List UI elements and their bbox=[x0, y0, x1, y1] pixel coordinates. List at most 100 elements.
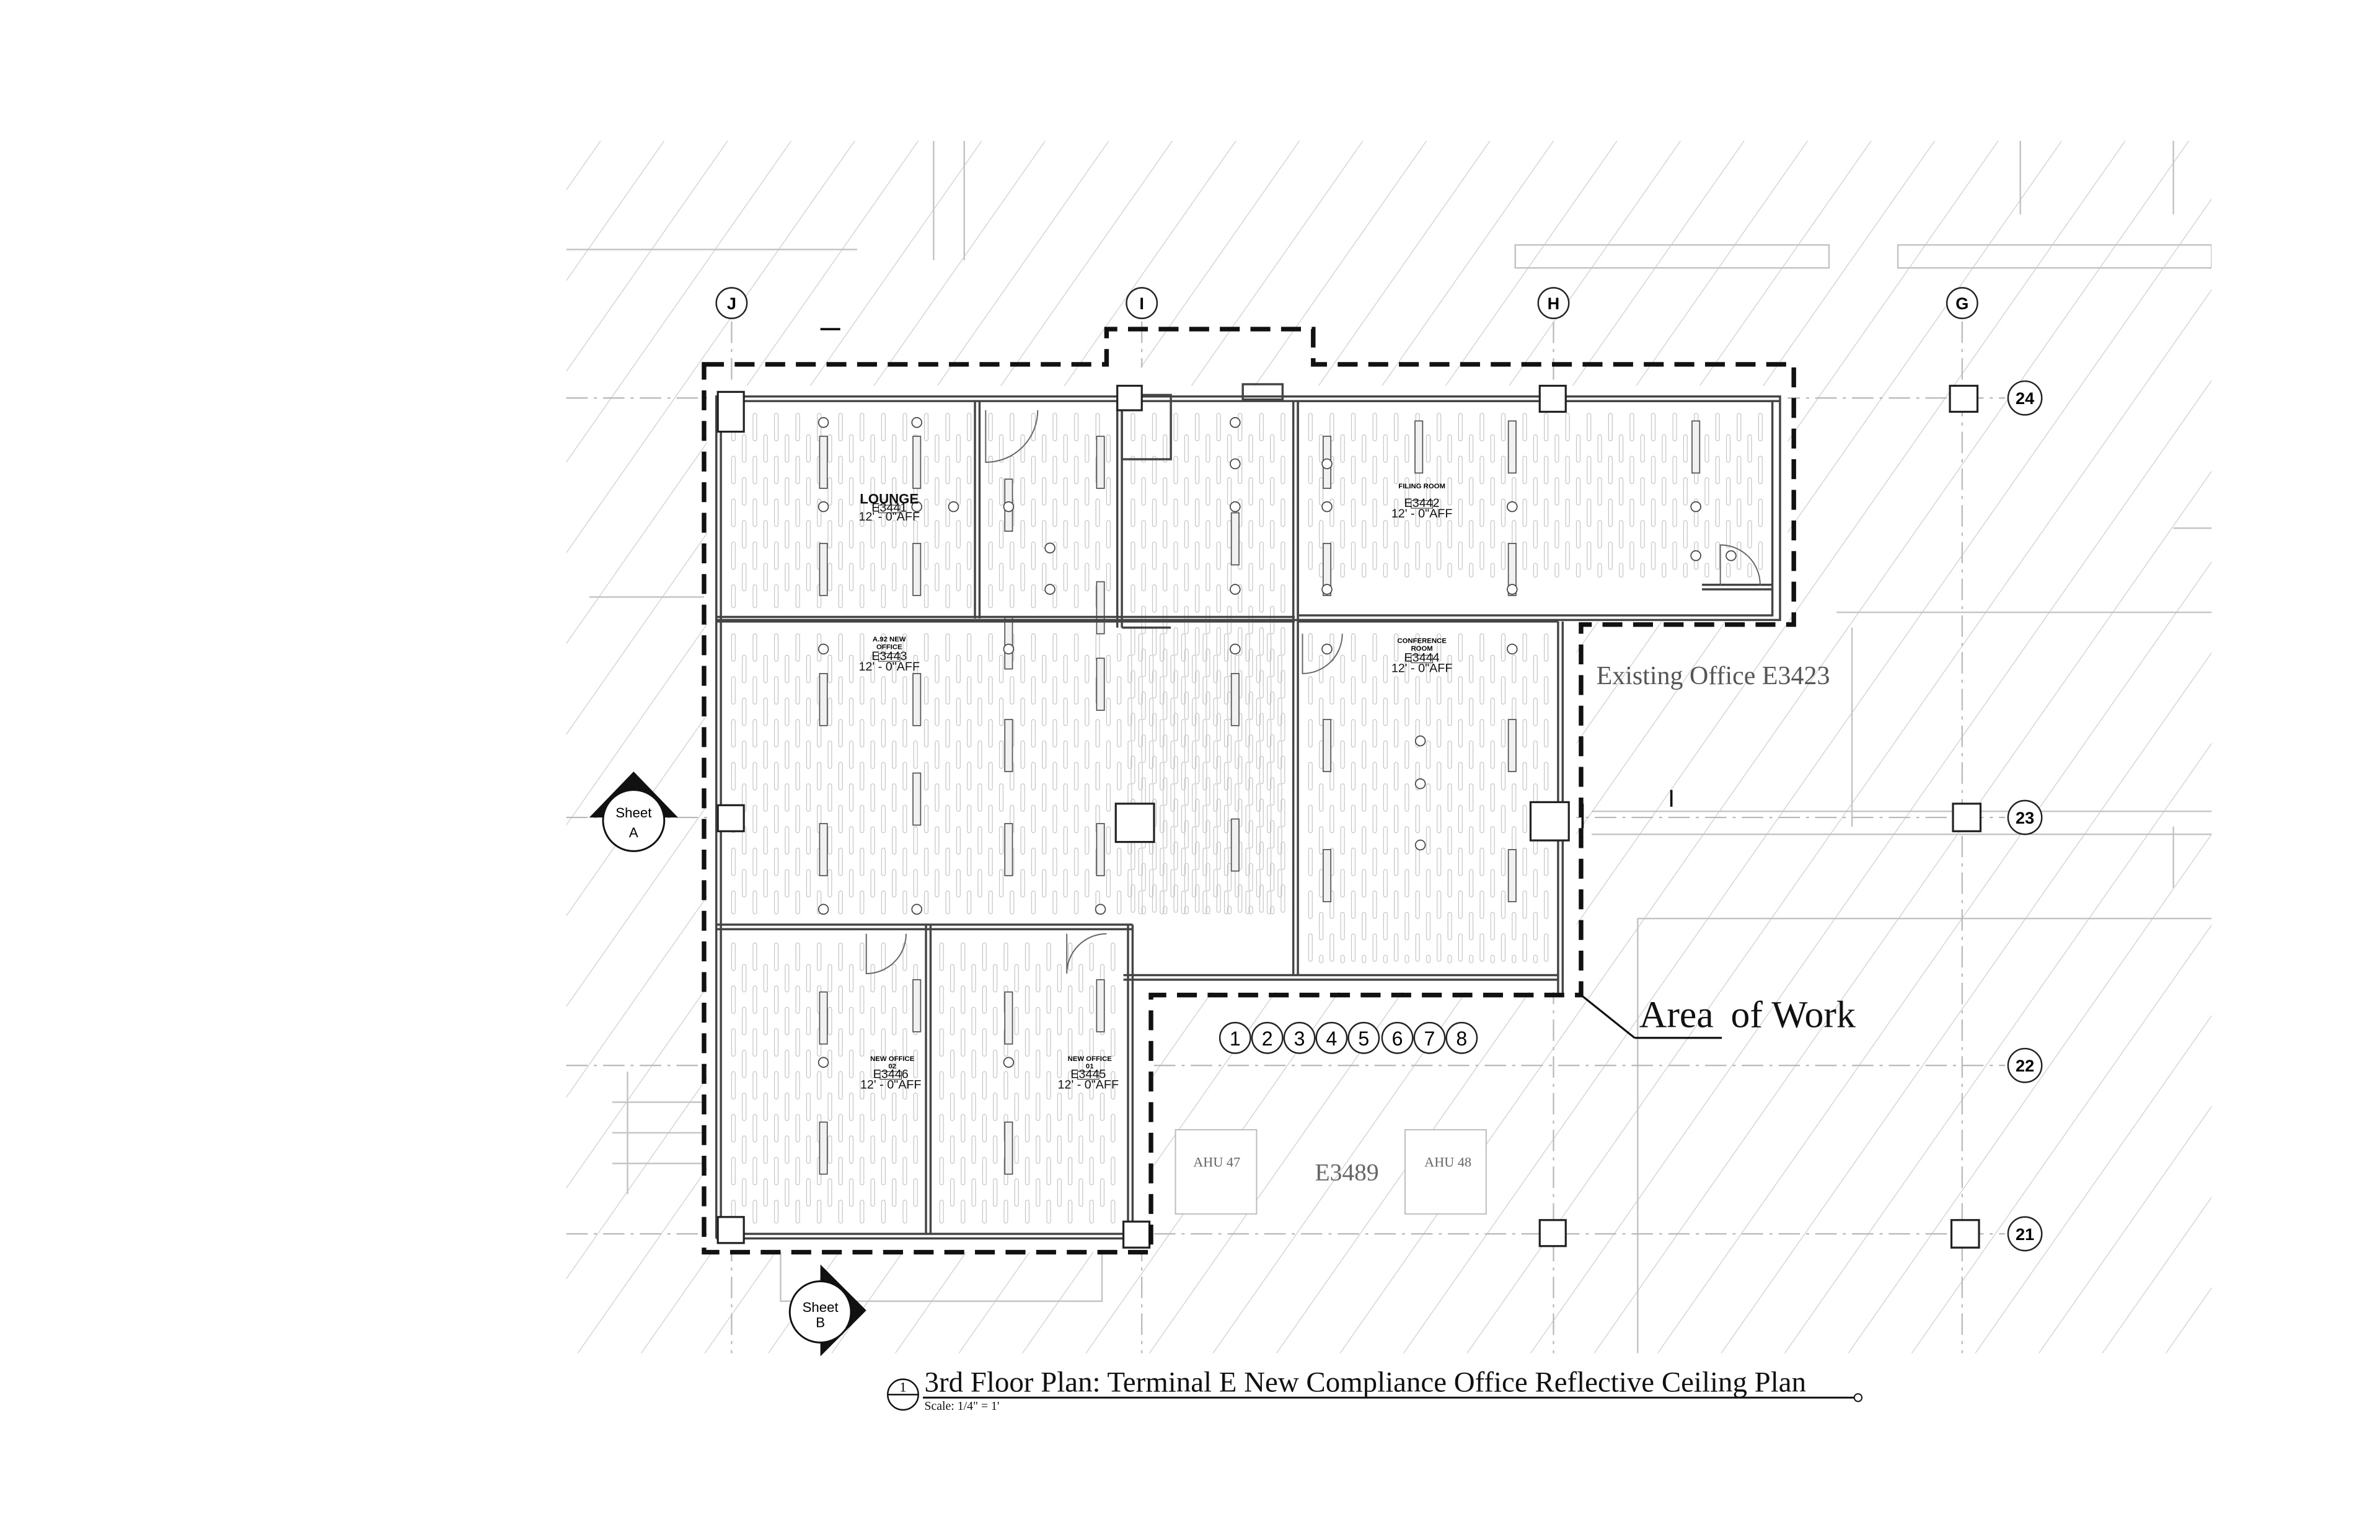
ceiling-tile-slot bbox=[993, 964, 998, 993]
ceiling-tile-slot bbox=[1063, 869, 1068, 898]
ceiling-tile-slot bbox=[1726, 477, 1731, 506]
ceiling-tile-slot bbox=[1063, 740, 1068, 769]
ceiling-tile-slot bbox=[1025, 1071, 1030, 1100]
ceiling-tile-slot bbox=[1565, 455, 1570, 485]
downlight-fixture bbox=[1230, 584, 1241, 595]
ceiling-tile-slot bbox=[1057, 964, 1062, 993]
ceiling-tile-slot bbox=[1651, 498, 1656, 527]
ceiling-tile-slot bbox=[827, 520, 832, 548]
ceiling-tile-slot bbox=[1216, 455, 1221, 485]
ceiling-tile-slot bbox=[1163, 434, 1168, 463]
ceiling-tile-slot bbox=[1447, 520, 1452, 548]
ceiling-tile-slot bbox=[752, 541, 757, 570]
ceiling-tile-slot bbox=[945, 413, 950, 442]
ceiling-tile-slot bbox=[763, 869, 768, 898]
ceiling-tile-slot bbox=[1152, 455, 1157, 485]
ceiling-tile-slot bbox=[1437, 762, 1442, 791]
ceiling-tile-slot bbox=[1394, 541, 1399, 570]
ceiling-tile-slot bbox=[838, 985, 843, 1014]
ceiling-tile-slot bbox=[1010, 413, 1015, 442]
ceiling-tile-slot bbox=[1106, 477, 1111, 506]
ceiling-tile-slot bbox=[1280, 627, 1285, 656]
svg-text:B: B bbox=[816, 1315, 825, 1331]
ceiling-tile-slot bbox=[860, 762, 865, 791]
ceiling-tile-slot bbox=[1340, 826, 1345, 855]
ceiling-tile-slot bbox=[977, 654, 982, 684]
ceiling-tile-slot bbox=[902, 1200, 907, 1224]
ceiling-tile-slot bbox=[1280, 755, 1285, 785]
ceiling-tile-slot bbox=[913, 1049, 918, 1078]
ceiling-tile-slot bbox=[1052, 633, 1057, 662]
ceiling-tile-slot bbox=[1073, 891, 1079, 915]
ceiling-tile-slot bbox=[806, 1049, 811, 1078]
ceiling-tile-slot bbox=[1501, 933, 1506, 962]
ceiling-tile-slot bbox=[1025, 1114, 1030, 1143]
ceiling-tile-slot bbox=[1163, 691, 1168, 720]
ceiling-tile-slot bbox=[1458, 804, 1463, 834]
ceiling-tile-slot bbox=[881, 455, 886, 485]
ceiling-tile-slot bbox=[902, 847, 907, 876]
ceiling-tile-slot bbox=[785, 783, 790, 812]
ceiling-tile-slot bbox=[982, 1028, 987, 1057]
ceiling-tile-slot bbox=[848, 434, 854, 463]
ceiling-tile-slot bbox=[763, 697, 768, 726]
ceiling-tile-slot bbox=[982, 1071, 987, 1100]
ceiling-tile-slot bbox=[1245, 804, 1250, 834]
ceiling-tile-slot bbox=[1437, 498, 1442, 527]
ceiling-tile-slot bbox=[1141, 691, 1146, 720]
svg-text:5: 5 bbox=[1358, 1027, 1369, 1050]
ceiling-tile-slot bbox=[1020, 740, 1025, 769]
ceiling-tile-slot bbox=[881, 804, 886, 834]
ceiling-tile-slot bbox=[1216, 627, 1221, 656]
ceiling-tile-slot bbox=[881, 1156, 886, 1186]
ceiling-tile-slot bbox=[956, 520, 961, 548]
ceiling-tile-slot bbox=[870, 1093, 875, 1121]
ceiling-tile-slot bbox=[1181, 633, 1186, 662]
ceiling-tile-slot bbox=[1683, 477, 1688, 506]
interior-walls bbox=[715, 383, 1781, 1240]
ceiling-tile-slot bbox=[1085, 826, 1090, 855]
ceiling-tile-slot bbox=[742, 477, 747, 506]
downlight-fixture bbox=[818, 643, 829, 655]
ceiling-tile-slot bbox=[763, 1006, 768, 1036]
ceiling-tile-slot bbox=[939, 1114, 944, 1143]
ceiling-tile-slot bbox=[1280, 884, 1285, 913]
ceiling-tile-slot bbox=[1522, 804, 1527, 834]
ceiling-tile-slot bbox=[1329, 762, 1334, 791]
ceiling-tile-slot bbox=[860, 413, 865, 442]
ceiling-tile-slot bbox=[848, 477, 854, 506]
ceiling-tile-slot bbox=[1227, 734, 1232, 763]
svg-text:Sheet: Sheet bbox=[615, 805, 652, 821]
ceiling-tile-slot bbox=[763, 654, 768, 684]
ceiling-tile-slot bbox=[838, 891, 843, 915]
ceiling-tile-slot bbox=[1195, 584, 1200, 613]
ceiling-tile-slot bbox=[1031, 891, 1036, 915]
ceiling-tile-slot bbox=[1619, 563, 1624, 578]
ceiling-tile-slot bbox=[1130, 498, 1135, 527]
ceiling-tile-slot bbox=[1031, 847, 1036, 876]
ceiling-tile-slot bbox=[1152, 541, 1157, 570]
ceiling-tile-slot bbox=[1280, 455, 1285, 485]
ceiling-tile-slot bbox=[1085, 520, 1090, 548]
downlight-fixture bbox=[1321, 458, 1333, 470]
ceiling-tile-slot bbox=[1662, 563, 1667, 578]
ceiling-tile-slot bbox=[1479, 719, 1484, 748]
linear-light-fixture bbox=[1096, 823, 1105, 876]
downlight-fixture bbox=[1321, 501, 1333, 513]
ceiling-tile-slot bbox=[838, 498, 843, 527]
ceiling-tile-slot bbox=[870, 477, 875, 506]
ceiling-tile-slot bbox=[1130, 455, 1135, 485]
ceiling-tile-slot bbox=[1052, 847, 1057, 876]
ceiling-tile-slot bbox=[731, 1156, 736, 1186]
ceiling-tile-slot bbox=[1415, 933, 1420, 962]
svg-text:6: 6 bbox=[1392, 1027, 1403, 1050]
downlight-fixture bbox=[911, 501, 922, 513]
door-swings bbox=[865, 410, 1761, 975]
ceiling-tile-slot bbox=[902, 633, 907, 662]
ceiling-tile-slot bbox=[774, 498, 779, 527]
ceiling-tile-slot bbox=[1163, 863, 1168, 892]
ceiling-tile-slot bbox=[817, 1071, 822, 1100]
ceiling-tile-slot bbox=[1394, 933, 1399, 962]
ceiling-tile-slot bbox=[1437, 804, 1442, 834]
ceiling-tile-slot bbox=[1619, 434, 1624, 463]
